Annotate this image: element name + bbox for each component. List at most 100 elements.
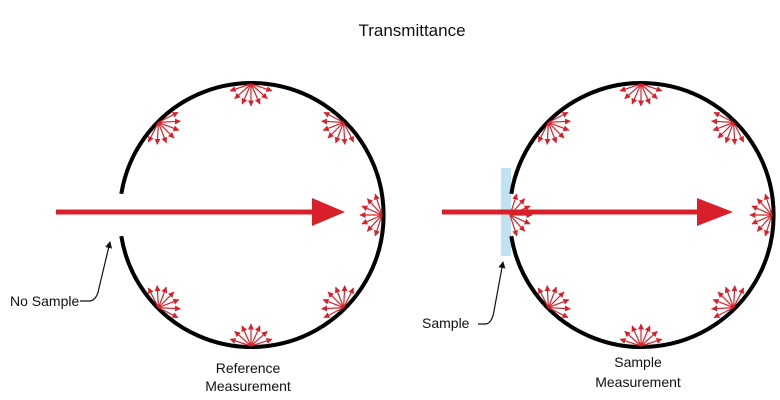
scatter-ray xyxy=(731,122,738,145)
reference-caption-line2: Measurement xyxy=(205,378,291,394)
scatter-ray xyxy=(509,214,531,225)
scatter-ray xyxy=(509,198,526,216)
sample-beam-arrowhead xyxy=(697,198,733,226)
sample-caption-line2: Measurement xyxy=(595,374,681,390)
scatter-ray xyxy=(756,214,773,232)
scatter-ray xyxy=(374,193,383,216)
scatter-ray xyxy=(321,118,344,125)
scatter-ray xyxy=(640,83,663,92)
scatter-ray xyxy=(724,122,735,144)
sample-sphere-group: Sample Sample Measurement xyxy=(422,81,776,390)
reference-sphere-outline xyxy=(119,81,386,349)
scatter-ray xyxy=(547,121,565,139)
scatter-ray xyxy=(756,198,773,216)
scatter-ray xyxy=(712,121,734,132)
scatter-ray xyxy=(711,118,734,125)
scatter-ray xyxy=(323,307,344,319)
scatter-ray xyxy=(158,305,181,312)
scatter-ray xyxy=(640,83,651,105)
scatter-ray xyxy=(341,122,348,145)
scatter-ray xyxy=(509,214,526,232)
scatter-ray xyxy=(157,286,168,308)
sample-sphere-outline xyxy=(509,81,776,349)
scatter-ray xyxy=(751,214,773,225)
scatter-ray xyxy=(323,111,344,123)
scatter-ray xyxy=(547,122,558,144)
scatter-ray xyxy=(733,287,745,308)
scatter-ray xyxy=(234,330,252,347)
scatter-ray xyxy=(717,291,735,309)
scatter-ray xyxy=(713,111,734,123)
scatter-ray xyxy=(158,298,180,309)
scatter-ray xyxy=(548,121,570,132)
scatter-ray xyxy=(241,325,252,347)
scatter-ray xyxy=(147,122,159,143)
scatter-ray xyxy=(322,298,344,309)
reference-sphere-group: No Sample Reference Measurement xyxy=(10,81,386,394)
scatter-ray xyxy=(157,121,175,139)
scatter-ray xyxy=(334,122,345,144)
scatter-ray xyxy=(548,111,569,123)
scatter-ray xyxy=(234,83,252,100)
scatter-ray xyxy=(548,305,571,312)
scatter-ray xyxy=(544,285,551,308)
scatter-ray xyxy=(157,291,175,309)
scatter-ray xyxy=(154,122,161,145)
scatter-ray xyxy=(547,286,558,308)
scatter-ray xyxy=(640,338,663,347)
scatter-ray xyxy=(624,330,642,347)
scatter-ray xyxy=(154,285,161,308)
no-sample-callout-line xyxy=(80,241,113,302)
scatter-ray xyxy=(631,83,642,105)
scatter-ray xyxy=(157,122,168,144)
scatter-ray xyxy=(713,307,734,319)
scatter-ray xyxy=(537,122,549,143)
diagram-title: Transmittance xyxy=(358,21,465,40)
scatter-ray xyxy=(717,121,735,139)
scatter-ray xyxy=(548,307,569,319)
sample-label: Sample xyxy=(422,315,470,331)
scatter-ray xyxy=(366,214,383,232)
scatter-ray xyxy=(366,198,383,216)
scatter-ray xyxy=(712,298,734,309)
scatter-ray xyxy=(327,291,345,309)
no-sample-label: No Sample xyxy=(10,293,79,309)
scatter-ray xyxy=(158,121,180,132)
scatter-ray xyxy=(250,83,261,105)
scatter-ray xyxy=(147,287,159,308)
scatter-ray xyxy=(327,121,345,139)
reference-scatter-arrows xyxy=(147,83,383,347)
sample-caption-line1: Sample xyxy=(614,354,662,370)
scatter-ray xyxy=(724,286,735,308)
reference-caption-line1: Reference xyxy=(216,360,281,376)
scatter-ray xyxy=(548,118,571,125)
scatter-ray xyxy=(509,193,518,216)
scatter-ray xyxy=(640,83,658,100)
scatter-ray xyxy=(321,305,344,312)
scatter-ray xyxy=(322,121,344,132)
scatter-ray xyxy=(250,325,261,347)
scatter-ray xyxy=(343,287,355,308)
reference-beam-arrowhead xyxy=(312,198,345,226)
scatter-ray xyxy=(751,205,773,216)
scatter-ray xyxy=(229,83,252,92)
scatter-ray xyxy=(764,214,773,237)
scatter-ray xyxy=(711,305,734,312)
scatter-ray xyxy=(640,330,658,347)
scatter-ray xyxy=(229,338,252,347)
scatter-ray xyxy=(631,325,642,347)
scatter-ray xyxy=(619,338,642,347)
scatter-ray xyxy=(764,193,773,216)
scatter-ray xyxy=(624,83,642,100)
scatter-ray xyxy=(537,287,549,308)
scatter-ray xyxy=(250,330,268,347)
scatter-ray xyxy=(733,122,745,143)
scatter-ray xyxy=(158,111,179,123)
scatter-ray xyxy=(361,214,383,225)
scatter-ray xyxy=(158,307,179,319)
scatter-ray xyxy=(544,122,551,145)
scatter-ray xyxy=(640,325,651,347)
scatter-ray xyxy=(548,298,570,309)
scatter-ray xyxy=(619,83,642,92)
scatter-ray xyxy=(343,122,355,143)
